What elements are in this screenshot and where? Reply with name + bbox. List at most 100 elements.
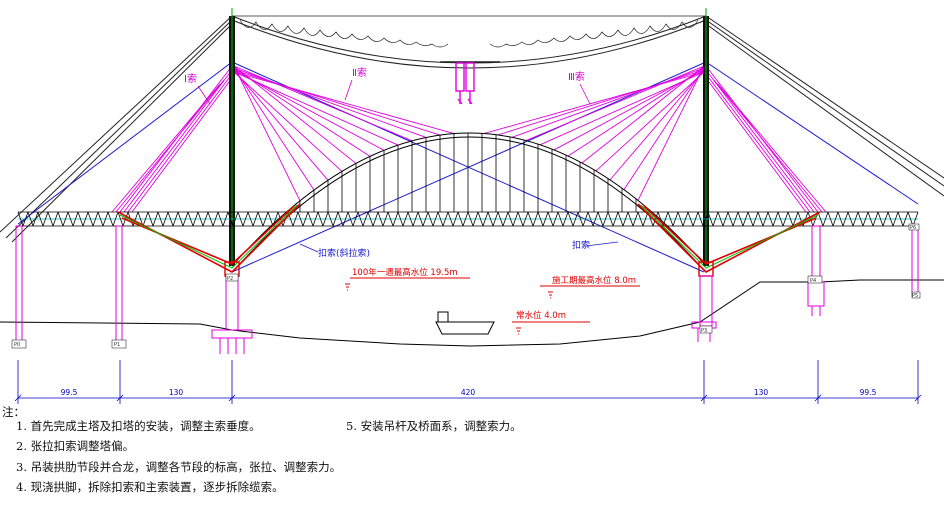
truss-diagonal	[897, 211, 904, 227]
cable-label: Ⅱ索	[352, 66, 367, 79]
truss-diagonal	[187, 211, 194, 227]
truss-diagonal	[512, 211, 519, 227]
truss-diagonal	[137, 211, 144, 227]
main-cableway	[0, 15, 944, 243]
truss-diagonal	[312, 211, 319, 227]
truss-diagonal	[467, 211, 474, 227]
truss-diagonal	[22, 211, 29, 227]
arch-hangers	[299, 133, 637, 212]
pier-tag: P5	[912, 293, 918, 299]
fan-cable	[233, 69, 329, 181]
fan-cable	[581, 65, 705, 164]
truss-diagonal	[57, 211, 64, 227]
truss-diagonal	[372, 211, 379, 227]
truss-diagonal	[152, 211, 159, 227]
truss-diagonal	[447, 211, 454, 227]
dimension-label: 99.5	[61, 388, 78, 397]
fan-cable	[233, 69, 441, 136]
truss-diagonal	[227, 211, 234, 227]
fan-cable	[233, 65, 301, 202]
truss-diagonal	[612, 211, 619, 227]
truss-diagonal	[602, 211, 609, 227]
truss-diagonal	[762, 211, 769, 227]
truss-diagonal	[77, 211, 84, 227]
truss-diagonal	[217, 211, 224, 227]
water-level-labels: 100年一遇最高水位 19.5m 施工期最高水位 8.0m 常水位 4.0m	[352, 267, 636, 321]
dimension-label: 420	[461, 388, 476, 397]
truss-diagonal	[682, 211, 689, 227]
fan-cable	[233, 71, 455, 135]
truss-diagonal	[617, 211, 624, 227]
truss-diagonal	[332, 211, 339, 227]
truss-diagonal	[437, 211, 444, 227]
truss-diagonal	[192, 211, 199, 227]
truss-diagonal	[592, 211, 599, 227]
dimension-labels: 99.5 130 420 130 99.5	[61, 388, 877, 397]
inclined-struts	[117, 203, 821, 277]
truss-diagonal	[597, 211, 604, 227]
fan-cable	[233, 65, 357, 164]
blue-labels: 扣索(斜拉索) 扣索	[318, 239, 590, 259]
truss-diagonal	[362, 211, 369, 227]
truss-diagonal	[72, 211, 79, 227]
truss-diagonal	[757, 211, 764, 227]
boat-icon	[435, 311, 495, 335]
truss-diagonal	[367, 211, 374, 227]
truss-diagonal	[422, 211, 429, 227]
pier-tag: P2	[227, 276, 233, 282]
truss-diagonal	[722, 211, 729, 227]
truss-diagonal	[567, 211, 574, 227]
pier-tags: P0 P1 P2 P3 P4 P5 P6	[11, 223, 921, 349]
truss-diagonal	[267, 211, 274, 227]
truss-diagonal	[297, 211, 304, 227]
note-item: 3. 吊装拱肋节段并合龙，调整各节段的标高，张拉、调整索力。	[16, 460, 342, 474]
truss-diagonal	[27, 211, 34, 227]
truss-diagonal	[777, 211, 784, 227]
truss-diagonal	[107, 211, 114, 227]
truss-diagonal	[212, 211, 219, 227]
cable-labels: Ⅰ索 Ⅱ索 Ⅲ索	[184, 66, 585, 85]
fan-cable	[637, 65, 705, 201]
truss-diagonal	[782, 211, 789, 227]
truss-diagonal	[877, 211, 884, 227]
truss-diagonal	[352, 211, 359, 227]
truss-diagonal	[912, 211, 919, 227]
cable-label: Ⅲ索	[568, 70, 585, 83]
truss-diagonal	[407, 211, 414, 227]
truss-diagonal	[377, 211, 384, 227]
truss-diagonal	[432, 211, 439, 227]
truss-diagonal	[412, 211, 419, 227]
truss-diagonal	[292, 211, 299, 227]
truss-diagonal	[202, 211, 209, 227]
truss-diagonal	[492, 211, 499, 227]
truss-diagonal	[882, 211, 889, 227]
truss-diagonal	[517, 211, 524, 227]
note-item: 1. 首先完成主塔及扣塔的安装，调整主索垂度。	[16, 419, 261, 433]
truss-diagonal	[872, 211, 879, 227]
fan-cable	[511, 67, 705, 138]
truss-diagonal	[702, 211, 709, 227]
truss-diagonal	[582, 211, 589, 227]
truss-diagonal	[587, 211, 594, 227]
pier-tag: P4	[810, 278, 816, 284]
left-tower	[229, 8, 235, 266]
truss-diagonal	[342, 211, 349, 227]
truss-diagonal	[237, 211, 244, 227]
dimension-label: 130	[754, 388, 769, 397]
truss-diagonal	[832, 211, 839, 227]
truss-diagonal	[717, 211, 724, 227]
note-item: 5. 安装吊杆及桥面系，调整索力。	[346, 419, 522, 433]
truss-diagonal	[52, 211, 59, 227]
truss-diagonal	[392, 211, 399, 227]
truss-diagonal	[182, 211, 189, 227]
truss-diagonal	[247, 211, 254, 227]
pier-tag: P1	[114, 342, 120, 348]
fan-cable	[595, 71, 705, 172]
truss-diagonal	[452, 211, 459, 227]
truss-diagonal	[622, 211, 629, 227]
truss-diagonal	[32, 211, 39, 227]
truss-diagonal	[357, 211, 364, 227]
notes-title: 注：	[2, 405, 25, 419]
truss-diagonal	[537, 211, 544, 227]
truss-diagonal	[557, 211, 564, 227]
